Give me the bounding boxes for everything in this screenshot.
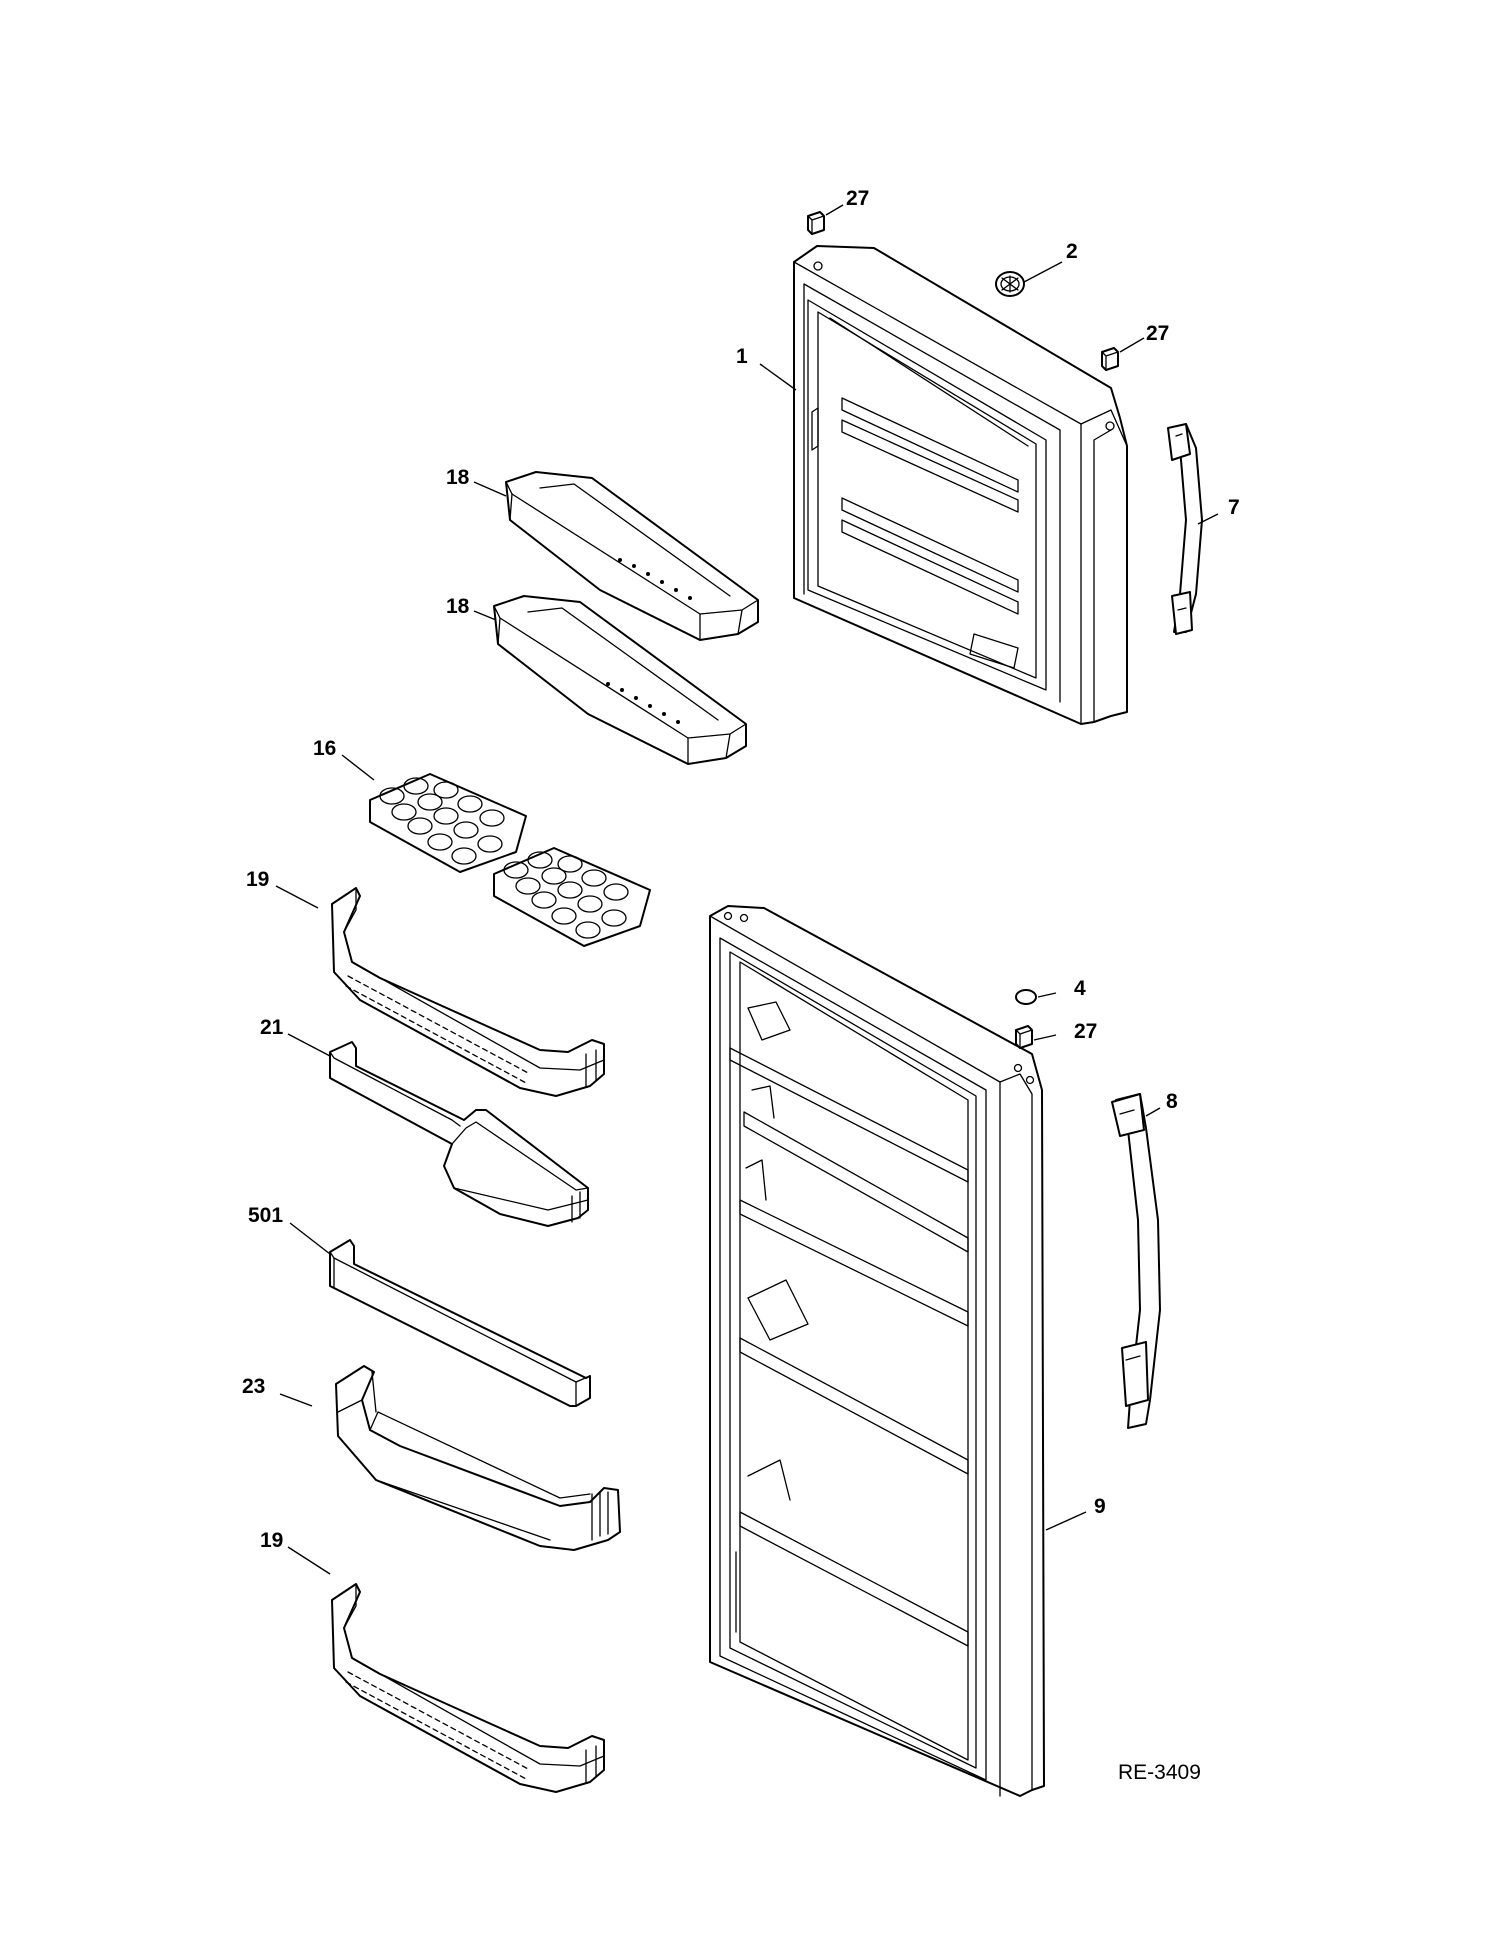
callout-door-bin-upper: 19 — [246, 868, 269, 891]
leader-lines — [275, 204, 1219, 1575]
callout-freezer-handle: 7 — [1228, 496, 1240, 519]
gallon-bin — [335, 1365, 621, 1551]
callout-hinge-plug-fresh-food: 27 — [1074, 1020, 1097, 1043]
egg-tray-right — [493, 847, 651, 947]
hinge-plug-top — [807, 211, 825, 235]
callout-hinge-plug-freezer-right: 27 — [1146, 322, 1169, 345]
door-bin-upper — [331, 887, 605, 1097]
callout-badge: 2 — [1066, 240, 1078, 263]
callout-bar-retainer: 501 — [248, 1204, 283, 1227]
callout-gallon-bin: 23 — [242, 1375, 265, 1398]
plug — [1015, 989, 1037, 1005]
freezer-handle — [1167, 423, 1203, 635]
callout-labels: 27 2 27 1 7 18 18 16 19 21 501 23 19 4 2… — [242, 187, 1240, 1784]
fresh-food-handle — [1111, 1093, 1161, 1429]
freezer-shelf-upper — [505, 471, 759, 641]
callout-freezer-door: 1 — [736, 345, 748, 368]
bar-retainer — [329, 1239, 591, 1407]
hinge-plug-freezer-right — [1101, 347, 1119, 371]
callout-hinge-plug-top: 27 — [846, 187, 869, 210]
reference-code: RE-3409 — [1118, 1761, 1201, 1784]
callout-fresh-food-handle: 8 — [1166, 1090, 1178, 1113]
callout-egg-tray: 16 — [313, 737, 336, 760]
egg-tray-left — [369, 773, 527, 873]
callout-plug: 4 — [1074, 977, 1086, 1000]
badge — [995, 271, 1025, 297]
shelf-holes — [606, 682, 680, 724]
callout-door-bin-lower: 19 — [260, 1529, 283, 1552]
fresh-food-door — [709, 905, 1045, 1797]
freezer-door — [793, 245, 1128, 725]
callout-freezer-shelf-upper: 18 — [446, 466, 470, 489]
callout-fresh-food-door: 9 — [1094, 1495, 1106, 1518]
dairy-bin — [329, 1041, 589, 1227]
shelf-holes — [618, 558, 692, 600]
callout-freezer-shelf-lower: 18 — [446, 595, 470, 618]
door-bin-lower — [331, 1583, 605, 1793]
freezer-shelf-lower — [493, 595, 747, 765]
hinge-plug-fresh-food — [1015, 1025, 1033, 1049]
callout-dairy-bin: 21 — [260, 1016, 284, 1039]
